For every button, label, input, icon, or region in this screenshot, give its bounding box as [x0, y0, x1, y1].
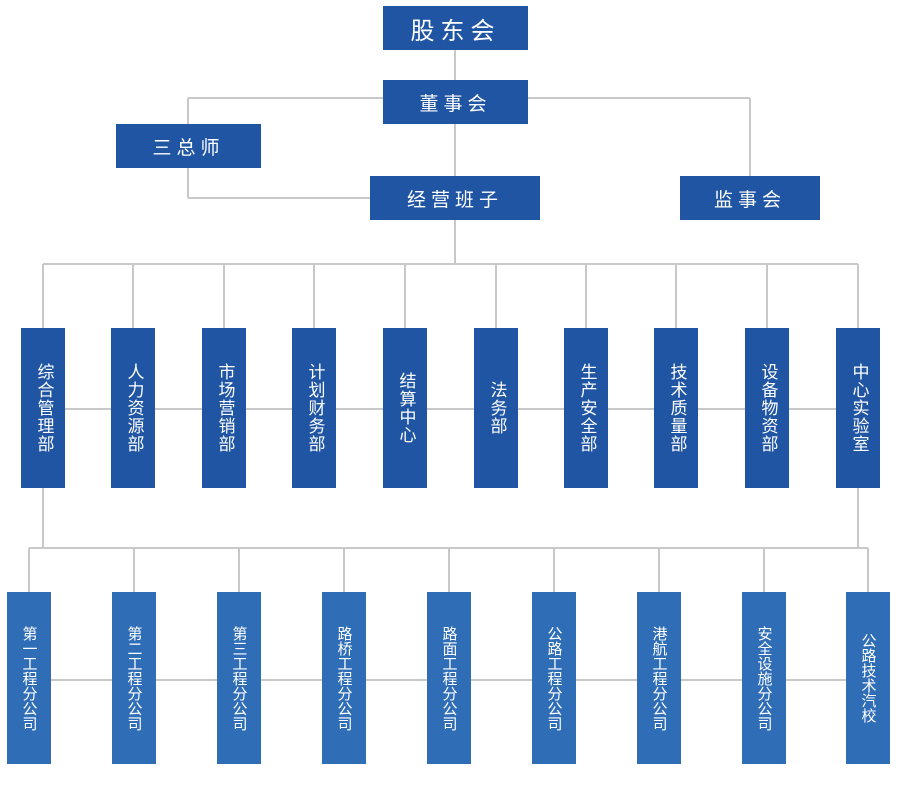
- management-box: 经营班子: [370, 176, 540, 220]
- department-box: 综合管理部: [21, 328, 65, 488]
- department-box: 结算中心: [383, 328, 427, 488]
- department-box: 法务部: [474, 328, 518, 488]
- subsidiary-box: 路面工程分公司: [427, 592, 471, 764]
- board-box: 董事会: [383, 80, 528, 124]
- subsidiary-box: 路桥工程分公司: [322, 592, 366, 764]
- department-box: 计划财务部: [292, 328, 336, 488]
- subsidiary-box: 第二工程分公司: [112, 592, 156, 764]
- subsidiary-box: 第一工程分公司: [7, 592, 51, 764]
- subsidiary-box: 港航工程分公司: [637, 592, 681, 764]
- supervisors-box: 监事会: [680, 176, 820, 220]
- subsidiary-box: 公路技术汽校: [846, 592, 890, 764]
- department-box: 市场营销部: [202, 328, 246, 488]
- shareholders-box: 股东会: [383, 6, 528, 50]
- subsidiary-box: 安全设施分公司: [742, 592, 786, 764]
- department-box: 生产安全部: [564, 328, 608, 488]
- subsidiary-box: 第三工程分公司: [217, 592, 261, 764]
- department-box: 设备物资部: [745, 328, 789, 488]
- subsidiary-box: 公路工程分公司: [532, 592, 576, 764]
- chief-engineers-box: 三总师: [116, 124, 261, 168]
- department-box: 人力资源部: [111, 328, 155, 488]
- department-box: 技术质量部: [654, 328, 698, 488]
- department-box: 中心实验室: [836, 328, 880, 488]
